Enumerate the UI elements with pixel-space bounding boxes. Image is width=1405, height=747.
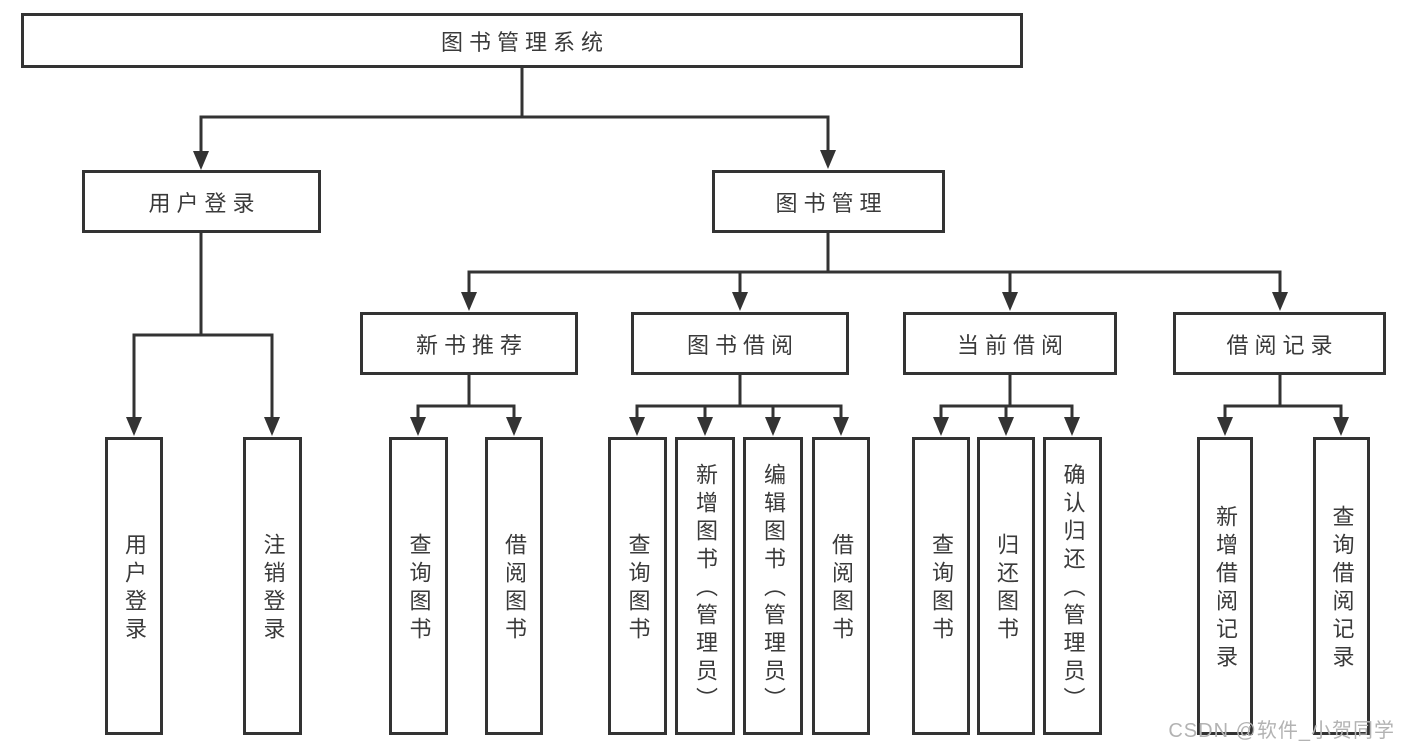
node-label: 查询图书	[929, 533, 954, 645]
node-label: 归还图书	[994, 533, 1019, 645]
leaf-borrow-books-borrowing: 借阅图书	[812, 437, 870, 735]
node-label: 注销登录	[260, 533, 286, 645]
leaf-user-login: 用户登录	[105, 437, 163, 735]
node-label: 借阅图书	[502, 533, 527, 645]
node-label: 编辑图书（管理员）	[761, 463, 786, 715]
node-label: 用户登录	[122, 533, 147, 645]
leaf-add-book-admin: 新增图书（管理员）	[675, 437, 735, 735]
node-label: 新增借阅记录	[1213, 505, 1238, 673]
node-label: 查询图书	[625, 533, 651, 645]
node-label: 借阅图书	[829, 533, 854, 645]
node-book-management: 图书管理	[712, 170, 945, 233]
node-label: 确认归还（管理员）	[1060, 463, 1086, 715]
node-user-login: 用户登录	[82, 170, 321, 233]
leaf-search-books-recommend: 查询图书	[389, 437, 448, 735]
node-book-borrowing: 图书借阅	[631, 312, 849, 375]
csdn-watermark: CSDN @软件_小贺同学	[1168, 720, 1395, 742]
node-label: 查询图书	[406, 533, 432, 645]
node-label: 查询借阅记录	[1329, 505, 1355, 673]
leaf-search-borrow-record: 查询借阅记录	[1313, 437, 1370, 735]
leaf-search-books-borrowing: 查询图书	[608, 437, 667, 735]
node-label: 当前借阅	[956, 332, 1069, 358]
node-label: 图书管理系统	[440, 29, 609, 55]
leaf-edit-book-admin: 编辑图书（管理员）	[743, 437, 803, 735]
node-label: 借阅记录	[1226, 332, 1339, 358]
leaf-confirm-return-admin: 确认归还（管理员）	[1043, 437, 1102, 735]
connector-paths	[132, 66, 1343, 421]
node-current-borrowing: 当前借阅	[903, 312, 1117, 375]
node-label: 用户登录	[148, 190, 261, 216]
connector-arrows	[126, 150, 1349, 436]
leaf-return-books: 归还图书	[977, 437, 1035, 735]
node-label: 图书管理	[775, 190, 888, 216]
node-label: 新书推荐	[415, 332, 528, 358]
node-label: 新增图书（管理员）	[693, 463, 718, 715]
leaf-add-borrow-record: 新增借阅记录	[1197, 437, 1253, 735]
leaf-search-books-current: 查询图书	[912, 437, 970, 735]
leaf-borrow-books-recommend: 借阅图书	[485, 437, 543, 735]
node-borrowing-records: 借阅记录	[1173, 312, 1386, 375]
leaf-logout: 注销登录	[243, 437, 302, 735]
node-library-management-system: 图书管理系统	[21, 13, 1023, 68]
node-new-book-recommendation: 新书推荐	[360, 312, 578, 375]
node-label: 图书借阅	[686, 332, 799, 358]
